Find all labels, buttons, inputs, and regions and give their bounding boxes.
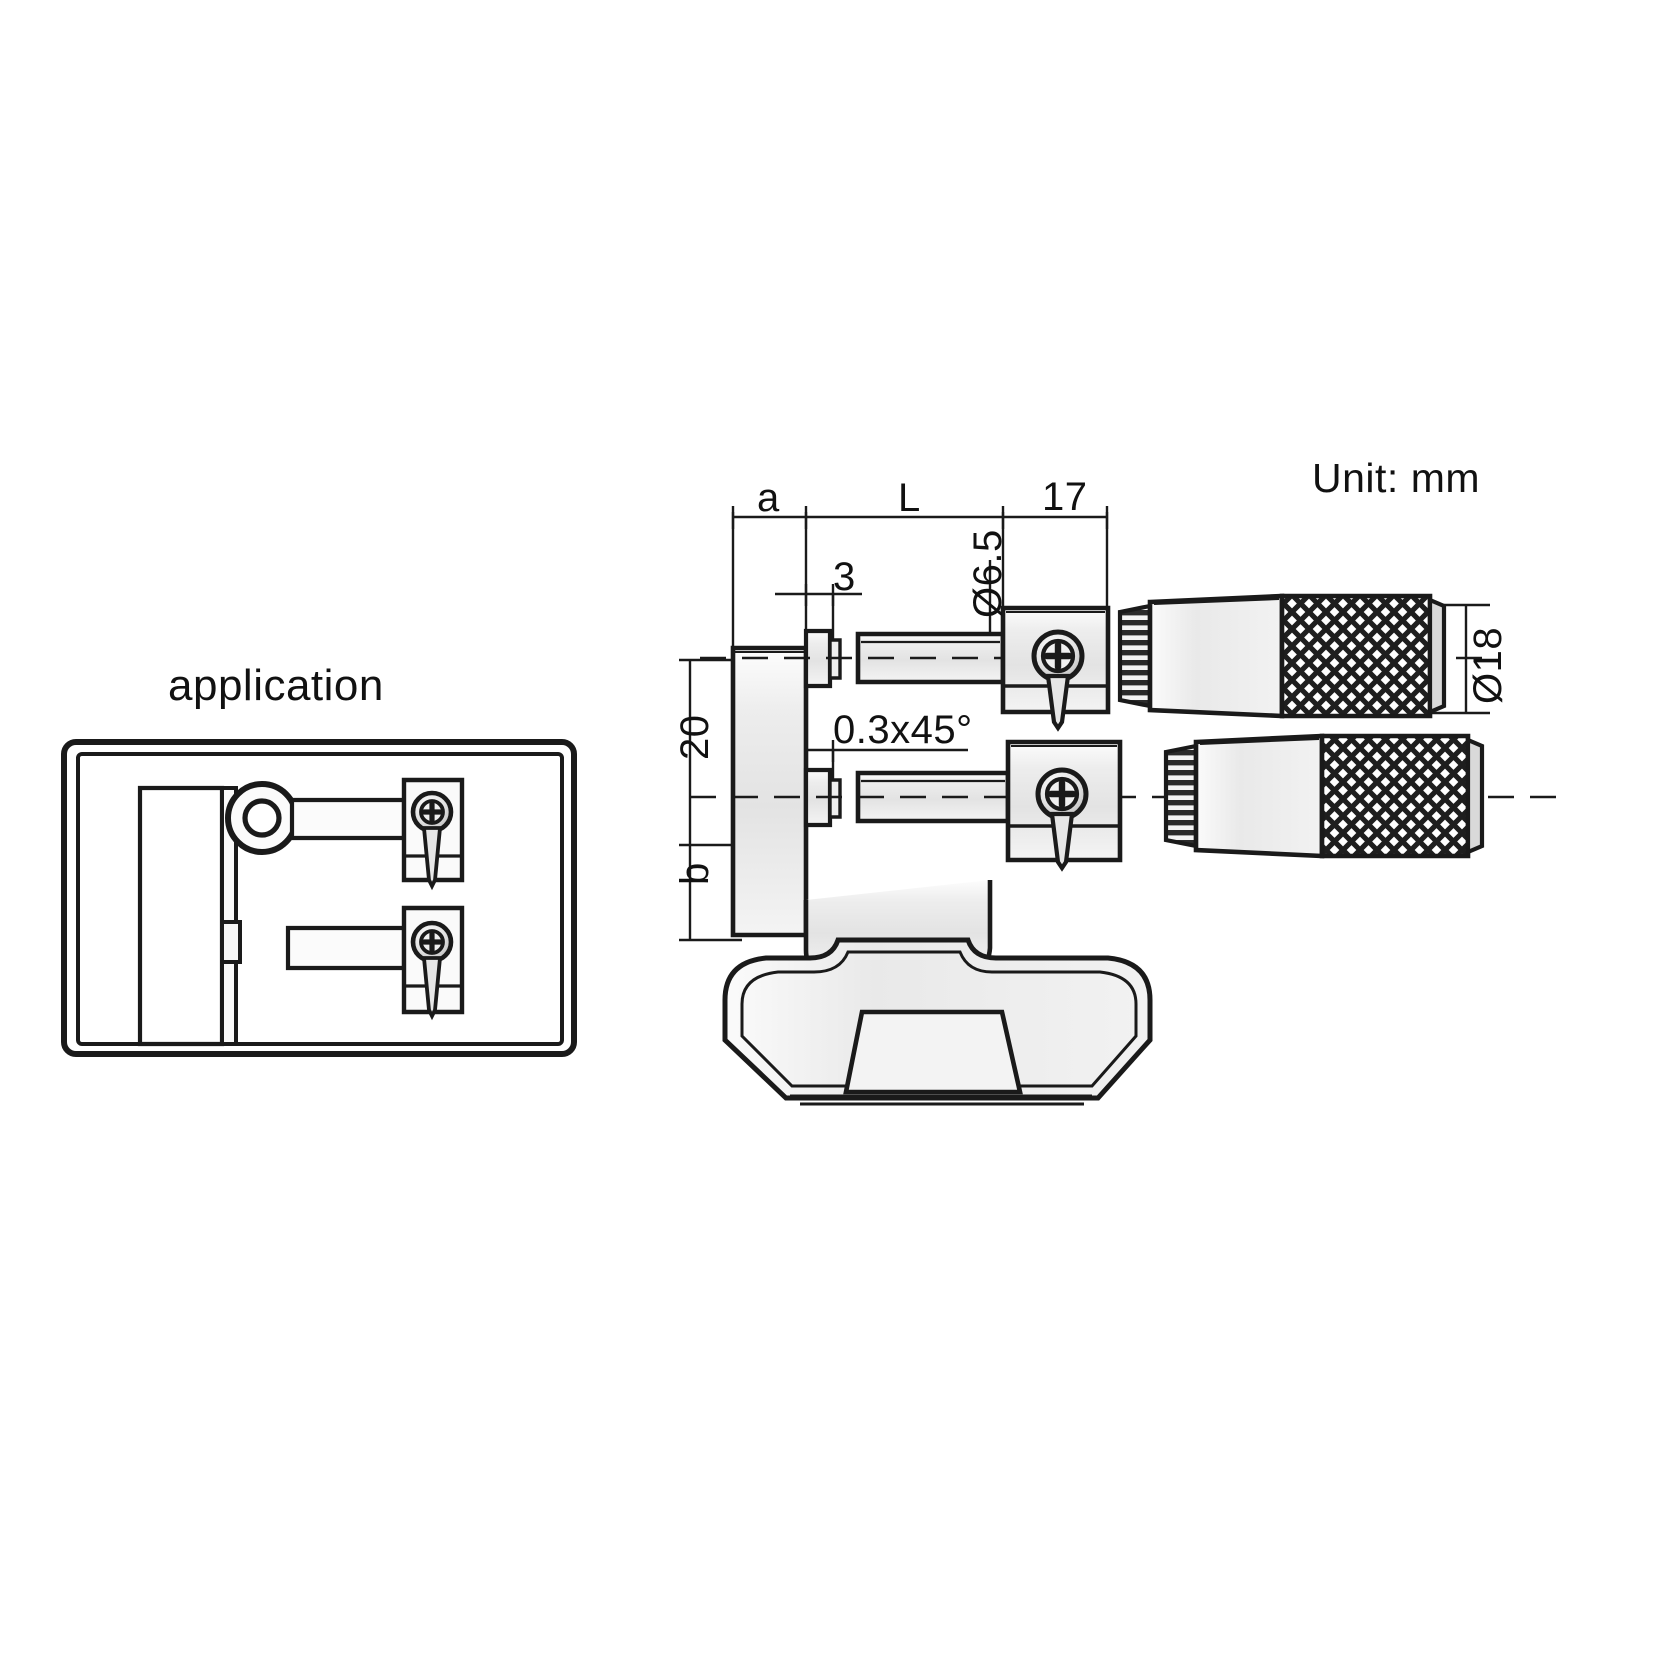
inset-workpiece-body [137, 785, 225, 1047]
inset-lower-anvil [220, 920, 242, 964]
dimension-label-l: L [898, 476, 921, 520]
upper-sleeve [1147, 593, 1285, 719]
lower-sleeve [1193, 733, 1325, 859]
dimension-label-a: a [757, 476, 780, 520]
inset-lower-screw [410, 920, 454, 1021]
base-nameplate [843, 1009, 1023, 1095]
inset-upper-screw [410, 790, 454, 891]
dimension-label-20: 20 [673, 714, 717, 761]
lower-clamp-screw [1035, 767, 1089, 872]
dimension-label-diameter-18: Ø18 [1466, 626, 1510, 704]
dimension-label-17: 17 [1042, 475, 1088, 519]
lower-thimble [1319, 733, 1471, 859]
upper-thimble-cap [1427, 596, 1447, 716]
lower-anvil-step [828, 778, 842, 819]
application-inset [61, 739, 577, 1057]
upper-ratchet-collar [1117, 603, 1153, 709]
upper-thimble [1279, 593, 1433, 719]
inset-lower-spindle [285, 925, 407, 971]
upper-clamp-screw [1031, 629, 1085, 732]
dimension-label-b: b [673, 862, 717, 885]
application-inset-title: application [168, 661, 384, 710]
inset-upper-spindle [289, 797, 407, 841]
inset-card-inner [76, 752, 564, 1046]
dimension-label-3: 3 [833, 555, 856, 599]
lower-thimble-cap [1465, 736, 1485, 856]
frame-base-inner-edge [740, 950, 1138, 1088]
dimension-label-chamfer: 0.3x45° [833, 708, 973, 752]
unit-note: Unit: mm [1312, 455, 1480, 501]
frame-column [730, 645, 809, 938]
base-ribs [790, 1094, 1092, 1106]
lower-ratchet-collar [1163, 743, 1199, 849]
upper-anvil-boss [803, 628, 833, 689]
dimension-label-diameter-6-5: Ø6.5 [966, 529, 1010, 618]
inset-ring-workpiece [225, 781, 299, 855]
